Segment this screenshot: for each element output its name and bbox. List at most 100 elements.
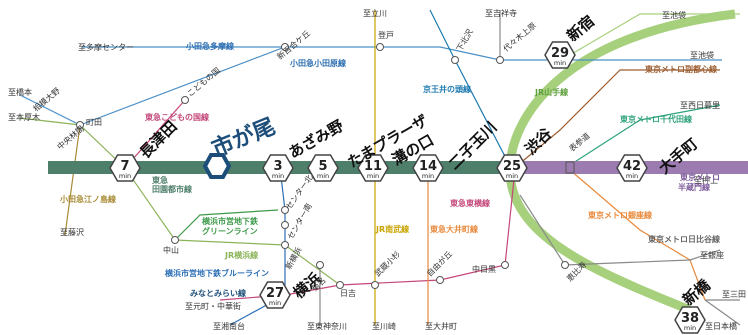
station-omotesando: 表参道: [567, 130, 592, 153]
hub-unit-mizonokuchi: min: [367, 172, 379, 180]
shinjuku-north-route: [569, 13, 740, 56]
hibiya-route: [519, 194, 721, 266]
hub-minutes-azamino: 3: [273, 159, 282, 174]
station-shinyurigaoka: 新百合ケ丘: [275, 28, 312, 61]
fukutoshin-route: [511, 69, 720, 171]
hub-unit-futakotamagawa: min: [422, 172, 434, 180]
line-kodomonokuni: 東急こどもの国線: [145, 112, 209, 122]
hub-name-shinjuku: 新宿: [563, 12, 598, 45]
line-green-line-2: グリーンライン: [202, 226, 258, 236]
line-metro-ginza: 東京メトロ銀座線: [588, 210, 652, 220]
hub-marker-nagatsuta: [109, 154, 141, 182]
hubs-layer: 7min3min5min11min14min25min29min42min27m…: [109, 41, 706, 334]
terminal-higashi-kanagawa: 至東神奈川: [307, 321, 347, 331]
terminal-motomachi: 至元町・中華街: [185, 301, 241, 311]
station-hiyoshi: 日吉: [340, 289, 356, 298]
terminal-fujisawa: 至藤沢: [60, 227, 84, 237]
shinyokohama-dot: [281, 241, 289, 249]
hub-marker-shinbashi: [674, 306, 706, 334]
line-jr-nambu: JR南武線: [375, 224, 409, 234]
hub-unit-otemachi: min: [626, 172, 638, 180]
hub-marker-shinjuku: [544, 41, 576, 69]
station-noborito: 登戸: [378, 30, 394, 40]
yoyogiuehara-dot: [496, 56, 504, 64]
omotesando-dot: [565, 161, 575, 174]
shinyurigaoka-dot: [281, 43, 289, 51]
station-jiyugaoka: 自由が丘: [424, 249, 454, 279]
terminal-kawasaki: 至川崎: [372, 321, 396, 331]
jiyugaoka-dot: [436, 276, 444, 284]
hub-marker-futakotamagawa: [412, 154, 444, 182]
line-odakyu-tama: 小田急多摩線: [185, 41, 234, 51]
hub-unit-tamaplaza: min: [317, 172, 329, 180]
hub-marker-otemachi: [616, 154, 648, 182]
jr-yokohama-north-route: [19, 117, 126, 169]
odakyu-westbound-route: [19, 94, 81, 126]
hub-unit-shibuya: min: [506, 172, 518, 180]
line-tokyu-toyoko: 東急東横線: [450, 198, 490, 208]
hub-minutes-shinjuku: 29: [551, 46, 569, 61]
line-jr-yokohama: JR横浜線: [224, 250, 258, 260]
terminal-shonandai: 至湘南台: [213, 321, 245, 331]
shimokitazawa-dot: [451, 56, 459, 64]
hub-minutes-mizonokuchi: 11: [364, 159, 382, 174]
nakameguro-dot: [501, 261, 509, 269]
terminal-hon-atsugi: 至本厚木: [8, 112, 40, 122]
hiyoshi-dot: [336, 281, 344, 289]
hub-unit-nagatsuta: min: [119, 172, 131, 180]
center-kita-dot: [281, 206, 289, 214]
line-green-line-1: 横浜市営地下鉄: [202, 216, 259, 226]
blue-line-route: [279, 167, 286, 295]
line-denentoshi-1: 東急: [152, 175, 168, 185]
center-minami-dot: [281, 221, 289, 229]
hub-unit-shinbashi: min: [684, 324, 696, 332]
featured-station-name: 市が尾: [208, 113, 279, 162]
kodomonokuni-route: [124, 99, 186, 169]
line-tokyu-oimachi: 東急大井町線: [430, 224, 478, 234]
hub-minutes-shibuya: 25: [503, 159, 521, 174]
terminal-nishi-nippori: 至西日暮里: [680, 100, 720, 110]
hub-marker-shibuya: [496, 154, 528, 182]
line-metro-hibiya: 東京メトロ日比谷線: [648, 234, 720, 244]
terminal-ikebukuro-1: 至池袋: [662, 10, 686, 20]
terminal-nihonbashi: 至日本橋: [705, 321, 737, 331]
nakayama-dot: [171, 236, 179, 244]
line-minatomirai: みなとみらい線: [190, 288, 246, 298]
green-line-route: [174, 209, 279, 241]
shinbashi-south-route: [704, 299, 741, 326]
line-yokohama-blue: 横浜市営地下鉄ブルーライン: [165, 268, 269, 278]
hub-minutes-futakotamagawa: 14: [419, 159, 437, 174]
terminal-hashimoto: 至橋本: [8, 87, 32, 97]
hub-unit-azamino: min: [272, 172, 284, 180]
line-metro-hanzomon-1: 東京メトロ: [680, 172, 720, 182]
ebisu-dot: [561, 261, 569, 269]
machida-dot: [76, 121, 84, 129]
kikuna-dot: [316, 261, 324, 269]
terminal-oimachi: 至大井町: [425, 321, 457, 331]
station-nakayama: 中山: [163, 245, 179, 255]
hub-minutes-shinbashi: 38: [681, 311, 699, 326]
terminal-ginza: 至銀座: [700, 250, 724, 260]
hub-minutes-yokohama: 27: [266, 286, 284, 301]
line-metro-hanzomon-2: 半蔵門線: [678, 182, 710, 192]
line-odakyu-odawara: 小田急小田原線: [289, 58, 346, 68]
jr-yokohama-south-route: [124, 167, 341, 286]
toyoko-route: [219, 169, 516, 301]
station-yoyogiuehara: 代々木上原: [501, 20, 538, 53]
station-musashikosugi: 武蔵小杉: [372, 249, 402, 279]
station-shimokitazawa: 下北沢: [455, 28, 475, 53]
hub-minutes-tamaplaza: 5: [318, 159, 327, 174]
odakyu-enoshima-route: [64, 124, 81, 236]
musashikosugi-dot: [371, 281, 379, 289]
line-jr-yamanote: JR山手線: [534, 87, 568, 97]
station-sagamiono: 相模大野: [31, 85, 62, 113]
hub-marker-yokohama: [259, 281, 291, 309]
